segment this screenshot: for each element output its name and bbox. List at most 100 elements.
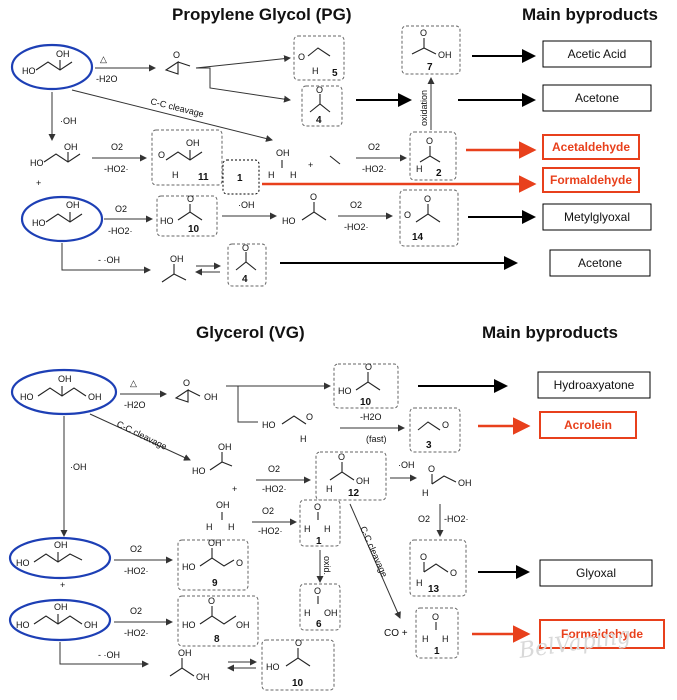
- pg-epoxide-molecule: O: [164, 50, 191, 75]
- svg-text:O: O: [314, 502, 321, 512]
- vg-oh-radical-label-2: ·OH: [398, 460, 415, 470]
- svg-text:O: O: [316, 85, 323, 95]
- svg-text:Metylglyoxal: Metylglyoxal: [564, 210, 630, 224]
- vg-compound-8-number: 8: [214, 634, 220, 645]
- vg-heat-symbol: △: [130, 378, 137, 388]
- svg-text:HO: HO: [192, 466, 206, 476]
- vg-dehydration-label-2: -H2O: [360, 412, 382, 422]
- vg-dehydration-label: -H2O: [124, 400, 146, 410]
- svg-text:OH: OH: [66, 200, 80, 210]
- svg-text:OH: OH: [58, 374, 72, 384]
- pg-methylglyoxal-molecule: O O: [404, 194, 441, 223]
- svg-text:O: O: [442, 420, 449, 430]
- svg-text:O: O: [338, 452, 345, 462]
- vg-compound-1b-box: [415, 607, 459, 659]
- pg-product-formaldehyde: [542, 167, 640, 193]
- vg-compound-1b-number: 1: [434, 646, 440, 657]
- pg-compound-11-box: [151, 129, 223, 186]
- vg-enol-molecule: OH OH: [169, 648, 210, 682]
- svg-text:O: O: [424, 194, 431, 204]
- svg-text:HO: HO: [22, 66, 36, 76]
- pg-ho2-label-b: -HO2·: [362, 164, 387, 174]
- pg-compound-11-number: 11: [198, 172, 209, 183]
- vg-oxidation-label: oxid.: [322, 556, 332, 575]
- pg-o2-label-a: O2: [111, 142, 123, 152]
- vg-o2-label-c: O2: [418, 514, 430, 524]
- pg-ho2-label-c: -HO2·: [108, 226, 133, 236]
- svg-text:+: +: [232, 484, 237, 494]
- vg-acrolein-molecule: O: [417, 420, 449, 431]
- svg-text:HO: HO: [20, 392, 34, 402]
- vg-compound-6-box: [299, 583, 341, 631]
- pg-product-acetic-acid: [542, 40, 652, 68]
- svg-text:OH: OH: [54, 602, 68, 612]
- vg-formaldehyde-molecule: O H H: [304, 502, 331, 534]
- svg-text:OH: OH: [204, 392, 218, 402]
- pg-dehydration-label: -H2O: [96, 74, 118, 84]
- svg-text:O: O: [432, 612, 439, 622]
- vg-cc-cleavage-label: C-C cleavage: [115, 419, 168, 452]
- svg-text:H: H: [304, 608, 311, 618]
- svg-text:O: O: [310, 192, 317, 202]
- pg-product-acetaldehyde: [542, 134, 640, 160]
- svg-text:H: H: [442, 634, 449, 644]
- pg-ho2-label-d: -HO2·: [344, 222, 369, 232]
- svg-text:OH: OH: [458, 478, 472, 488]
- vg-co-plus-label: CO +: [384, 628, 408, 639]
- vg-hydroxymethyl-radical: OH H H: [206, 500, 235, 532]
- svg-text:O: O: [365, 362, 372, 372]
- svg-text:Formaldehyde: Formaldehyde: [561, 627, 643, 641]
- svg-text:Acetic Acid: Acetic Acid: [568, 47, 627, 61]
- svg-text:H: H: [422, 488, 429, 498]
- svg-text:OH: OH: [170, 254, 184, 264]
- svg-text:OH: OH: [236, 620, 250, 630]
- vg-glyoxal-molecule: O O H: [416, 552, 457, 588]
- vg-o2-label-b: O2: [262, 506, 274, 516]
- svg-text:HO: HO: [338, 386, 352, 396]
- svg-text:HO: HO: [30, 158, 44, 168]
- svg-text:H: H: [416, 164, 423, 174]
- pg-compound-14-box: [399, 189, 459, 247]
- vg-glycidol-molecule: O OH: [174, 378, 218, 403]
- vg-oh-radical-label: ·OH: [70, 462, 87, 472]
- svg-text:Acrolein: Acrolein: [564, 418, 612, 432]
- svg-text:O: O: [236, 558, 243, 568]
- pg-ho2-label-a: -HO2·: [104, 164, 129, 174]
- vg-compound-1-number: 1: [316, 536, 322, 547]
- svg-text:HO: HO: [32, 218, 46, 228]
- svg-text:O: O: [158, 150, 165, 160]
- pg-compound-7-number: 7: [427, 62, 433, 73]
- pg-o2-label-c: O2: [115, 204, 127, 214]
- svg-text:Acetone: Acetone: [575, 91, 619, 105]
- pg-hydroxyacetone-radical: HO O: [282, 192, 327, 226]
- pg-minus-oh-label: - ·OH: [98, 255, 120, 265]
- svg-text:HO: HO: [266, 662, 280, 672]
- svg-text:O: O: [306, 412, 313, 422]
- vg-o2-label-e: O2: [130, 606, 142, 616]
- pg-title: Propylene Glycol (PG): [172, 5, 352, 24]
- pg-product-metylglyoxal: [542, 203, 652, 231]
- svg-text:O: O: [420, 28, 427, 38]
- vg-glycolaldehyde-molecule: O H OH: [326, 452, 370, 494]
- svg-text:Formaldehyde: Formaldehyde: [550, 173, 632, 187]
- vg-product-hydroaxyatone: [537, 371, 651, 399]
- vg-ho2-label-c: -HO2·: [444, 514, 469, 524]
- svg-text:O: O: [242, 243, 249, 253]
- vg-ho2-label-a: -HO2·: [262, 484, 287, 494]
- vg-hydroxyacetone-molecule: HO O: [338, 362, 381, 396]
- vg-glycolaldehyde-radical: O H OH: [422, 464, 472, 498]
- pg-methyl-radical: [329, 155, 341, 165]
- svg-text:OH: OH: [216, 500, 230, 510]
- pg-acetic-acid-molecule: O OH: [411, 28, 452, 60]
- svg-text:+: +: [308, 160, 313, 170]
- svg-text:OH: OH: [324, 608, 338, 618]
- svg-text:H: H: [416, 578, 423, 588]
- pg-oh-radical-label-2: ·OH: [238, 200, 255, 210]
- vg-compound-9-box: [177, 539, 249, 591]
- svg-text:O: O: [208, 596, 215, 606]
- vg-formic-acid-molecule: O H OH: [304, 586, 338, 618]
- svg-text:Hydroaxyatone: Hydroaxyatone: [554, 378, 635, 392]
- pg-acetone-molecule-2: O: [235, 243, 257, 271]
- svg-text:H: H: [228, 522, 235, 532]
- pg-compound-4-box: [301, 85, 343, 127]
